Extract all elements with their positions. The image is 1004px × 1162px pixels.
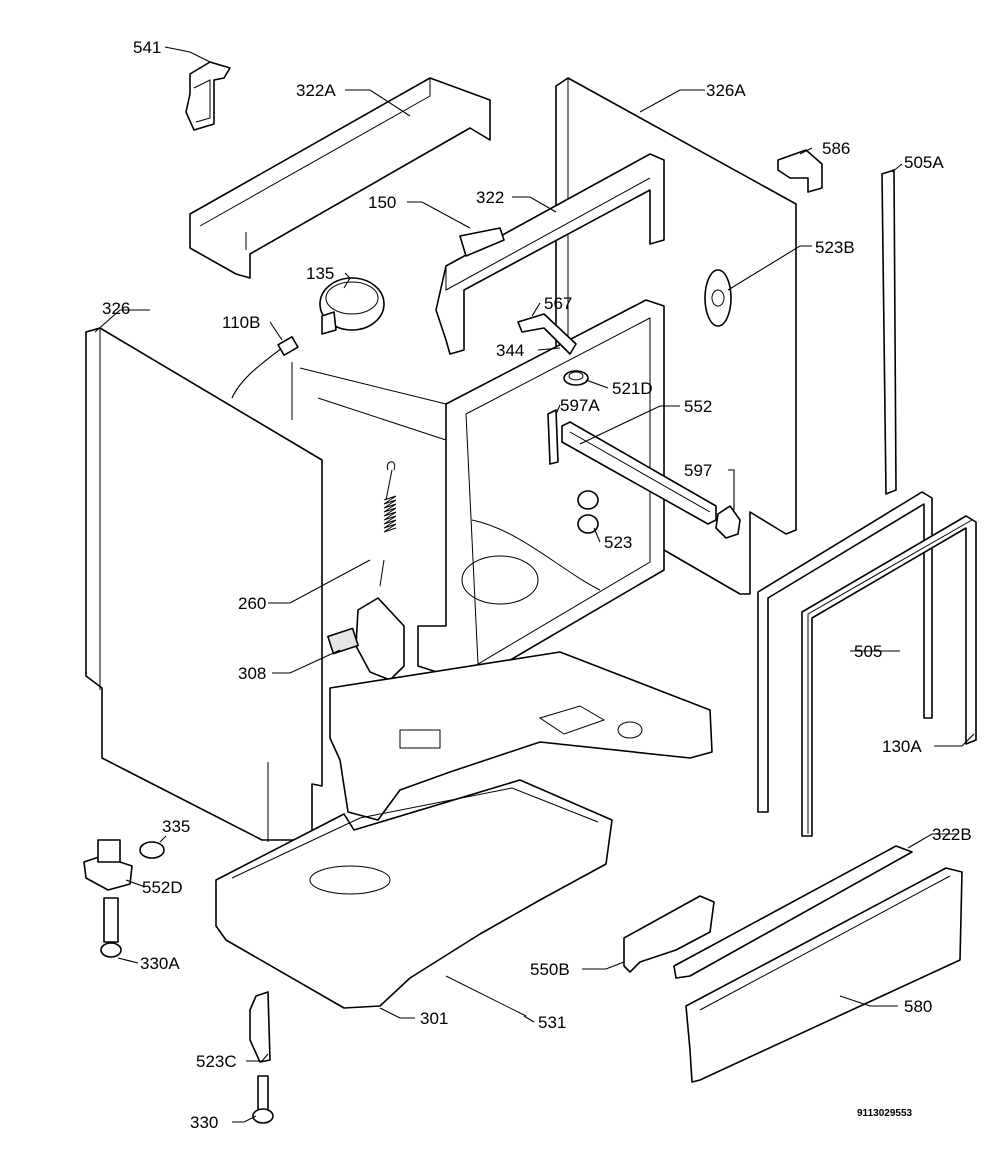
callout-344: 344 (496, 341, 524, 360)
bracket-550B (623, 895, 715, 973)
callout-322B: 322B (932, 825, 972, 844)
callout-335: 335 (162, 817, 190, 836)
gasket-505 (757, 491, 933, 813)
callout-597A: 597A (560, 396, 600, 415)
callout-326: 326 (102, 299, 130, 318)
strip-322B (673, 845, 913, 979)
screw-330 (252, 1075, 274, 1124)
part-523C (249, 991, 271, 1063)
callout-505: 505 (854, 642, 882, 661)
callout-110B: 110B (222, 313, 260, 332)
callout-523B: 523B (815, 238, 855, 257)
spring-260 (379, 461, 397, 587)
callout-130A: 130A (882, 737, 922, 756)
callout-330: 330 (190, 1113, 218, 1132)
nut-335 (139, 841, 165, 859)
stop-597A (547, 409, 559, 465)
gasket-130A (801, 515, 977, 837)
callout-523C: 523C (196, 1052, 237, 1071)
cover-523B (704, 269, 732, 327)
base-frame (329, 651, 713, 821)
side-panel-326 (85, 327, 323, 842)
front-frame-322 (435, 153, 665, 355)
callout-150: 150 (368, 193, 396, 212)
callout-260: 260 (238, 594, 266, 613)
kick-plate-580 (685, 867, 963, 1083)
plate-150 (459, 227, 505, 257)
callout-301: 301 (420, 1009, 448, 1028)
seal-strip-505A (881, 169, 897, 495)
stop-597 (715, 505, 741, 539)
callout-322: 322 (476, 188, 504, 207)
screw-330A (100, 897, 122, 958)
drawing-reference-number: 9113029553 (857, 1108, 913, 1119)
callout-586: 586 (822, 139, 850, 158)
grommet-521D (563, 370, 589, 386)
callout-505A: 505A (904, 153, 944, 172)
callout-597: 597 (684, 461, 712, 480)
callout-523: 523 (604, 533, 632, 552)
knob-135 (319, 277, 385, 335)
hinge-308 (327, 597, 405, 681)
callout-135: 135 (306, 264, 334, 283)
callout-330A: 330A (140, 954, 180, 973)
callout-308: 308 (238, 664, 266, 683)
bracket-567 (517, 313, 577, 355)
callout-531: 531 (538, 1013, 566, 1032)
callout-521D: 521D (612, 379, 653, 398)
tub (299, 299, 665, 681)
callout-550B: 550B (530, 960, 570, 979)
callout-552: 552 (684, 397, 712, 416)
base-tray-301 (215, 779, 613, 1009)
valve-552D (83, 839, 133, 891)
callout-580: 580 (904, 997, 932, 1016)
top-rail-322A (189, 77, 491, 279)
callout-541: 541 (133, 38, 161, 57)
callout-322A: 322A (296, 81, 336, 100)
clip-541 (185, 61, 231, 131)
hose-110B (231, 336, 299, 420)
callout-567: 567 (544, 294, 572, 313)
callout-326A: 326A (706, 81, 746, 100)
callout-labels: 541 322A 326A 586 505A 150 322 523B 135 … (102, 38, 972, 1132)
inlets-523 (577, 490, 599, 534)
callout-552D: 552D (142, 878, 183, 897)
rod-531 (445, 975, 527, 1017)
leader-lines (94, 46, 975, 1123)
rail-552 (561, 421, 717, 525)
clip-586 (777, 149, 823, 193)
